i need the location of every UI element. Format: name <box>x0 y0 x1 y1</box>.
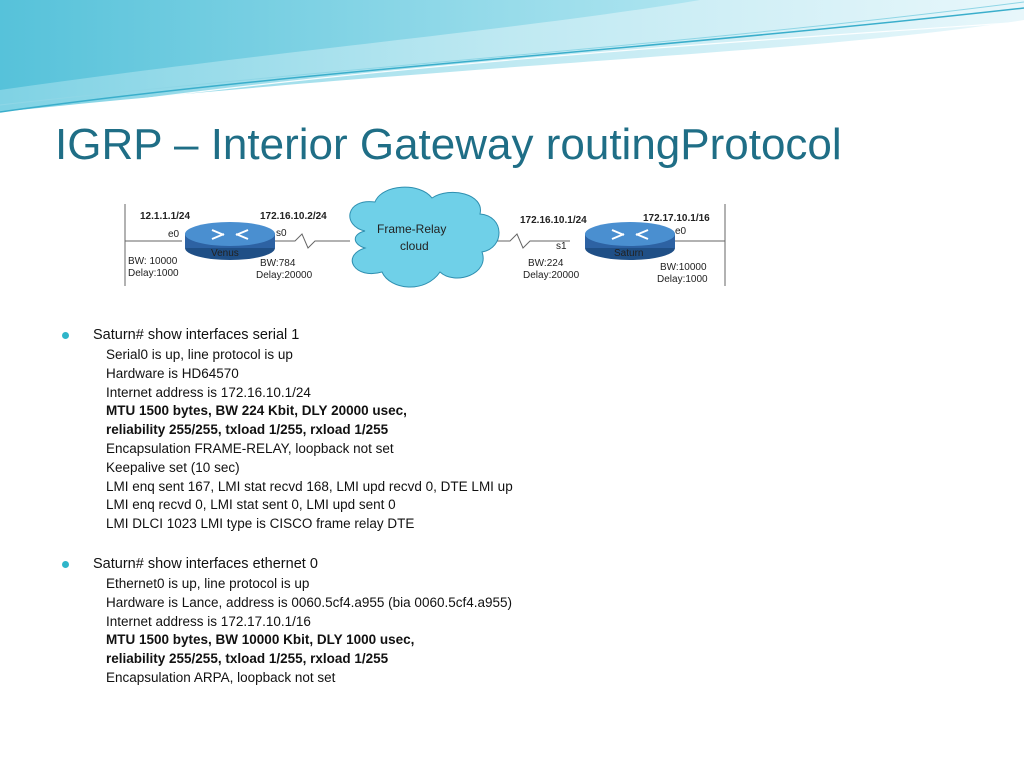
output-line-bold: MTU 1500 bytes, BW 10000 Kbit, DLY 1000 … <box>106 632 415 648</box>
bullet-item-serial: Saturn# show interfaces serial 1 <box>62 326 1002 345</box>
venus-e0-bw: BW: 10000 <box>128 256 178 267</box>
saturn-e0-bw: BW:10000 <box>660 262 707 273</box>
output-line: Hardware is Lance, address is 0060.5cf4.… <box>106 594 513 610</box>
venus-serial-link <box>275 233 350 249</box>
saturn-s1-ip: 172.16.10.1/24 <box>520 215 587 226</box>
network-diagram: Venus Saturn Frame-Relay cloud 12.1.1.1/… <box>120 186 735 304</box>
slide-content: Saturn# show interfaces serial 1 Serial0… <box>62 326 1002 688</box>
output-line: Internet address is 172.16.10.1/24 <box>106 384 311 400</box>
output-line-bold: MTU 1500 bytes, BW 224 Kbit, DLY 20000 u… <box>106 403 407 419</box>
command-output-serial: Serial0 is up, line protocol is up Hardw… <box>62 346 1002 534</box>
venus-name-label: Venus <box>211 248 239 259</box>
command-text: Saturn# show interfaces ethernet 0 <box>93 555 318 572</box>
output-line: Internet address is 172.17.10.1/16 <box>106 613 311 629</box>
output-line: Encapsulation ARPA, loopback not set <box>106 669 336 685</box>
command-output-ethernet: Ethernet0 is up, line protocol is up Har… <box>62 575 1002 688</box>
venus-s0-bw: BW:784 <box>260 258 296 269</box>
venus-e0-ip: 12.1.1.1/24 <box>140 211 190 222</box>
cloud-label-line1: Frame-Relay <box>377 222 446 236</box>
venus-e0-label: e0 <box>168 229 180 240</box>
venus-s0-ip: 172.16.10.2/24 <box>260 211 327 222</box>
venus-router-icon <box>185 222 275 260</box>
saturn-name-label: Saturn <box>614 248 643 259</box>
cloud-label-line2: cloud <box>400 239 429 253</box>
saturn-e0-label: e0 <box>675 226 687 237</box>
output-line: Keepalive set (10 sec) <box>106 459 240 475</box>
saturn-e0-delay: Delay:1000 <box>657 274 708 285</box>
venus-s0-delay: Delay:20000 <box>256 270 313 281</box>
venus-s0-label: s0 <box>276 228 287 239</box>
saturn-serial-link <box>482 233 570 249</box>
bullet-item-ethernet: Saturn# show interfaces ethernet 0 <box>62 555 1002 574</box>
saturn-s1-bw: BW:224 <box>528 258 564 269</box>
saturn-router-icon <box>585 222 675 260</box>
command-text: Saturn# show interfaces serial 1 <box>93 327 300 343</box>
slide-title: IGRP – Interior Gateway routingProtocol <box>55 120 842 169</box>
saturn-e0-ip: 172.17.10.1/16 <box>643 213 710 224</box>
output-line: LMI enq recvd 0, LMI stat sent 0, LMI up… <box>106 497 396 513</box>
output-line-bold: reliability 255/255, txload 1/255, rxloa… <box>106 651 389 667</box>
output-line: Serial0 is up, line protocol is up <box>106 347 293 362</box>
saturn-s1-label: s1 <box>556 241 567 252</box>
output-line: Encapsulation FRAME-RELAY, loopback not … <box>106 440 394 456</box>
bullet-dot-icon <box>62 560 69 568</box>
output-line: LMI DLCI 1023 LMI type is CISCO frame re… <box>106 516 415 532</box>
output-line-bold: reliability 255/255, txload 1/255, rxloa… <box>106 422 389 438</box>
output-line: Hardware is HD64570 <box>106 365 239 381</box>
header-wave-decoration <box>0 0 1024 113</box>
output-line: Ethernet0 is up, line protocol is up <box>106 575 310 591</box>
venus-e0-delay: Delay:1000 <box>128 268 179 279</box>
output-line: LMI enq sent 167, LMI stat recvd 168, LM… <box>106 478 513 494</box>
frame-relay-cloud-icon <box>349 186 500 288</box>
saturn-s1-delay: Delay:20000 <box>523 270 580 281</box>
bullet-dot-icon <box>62 332 69 339</box>
